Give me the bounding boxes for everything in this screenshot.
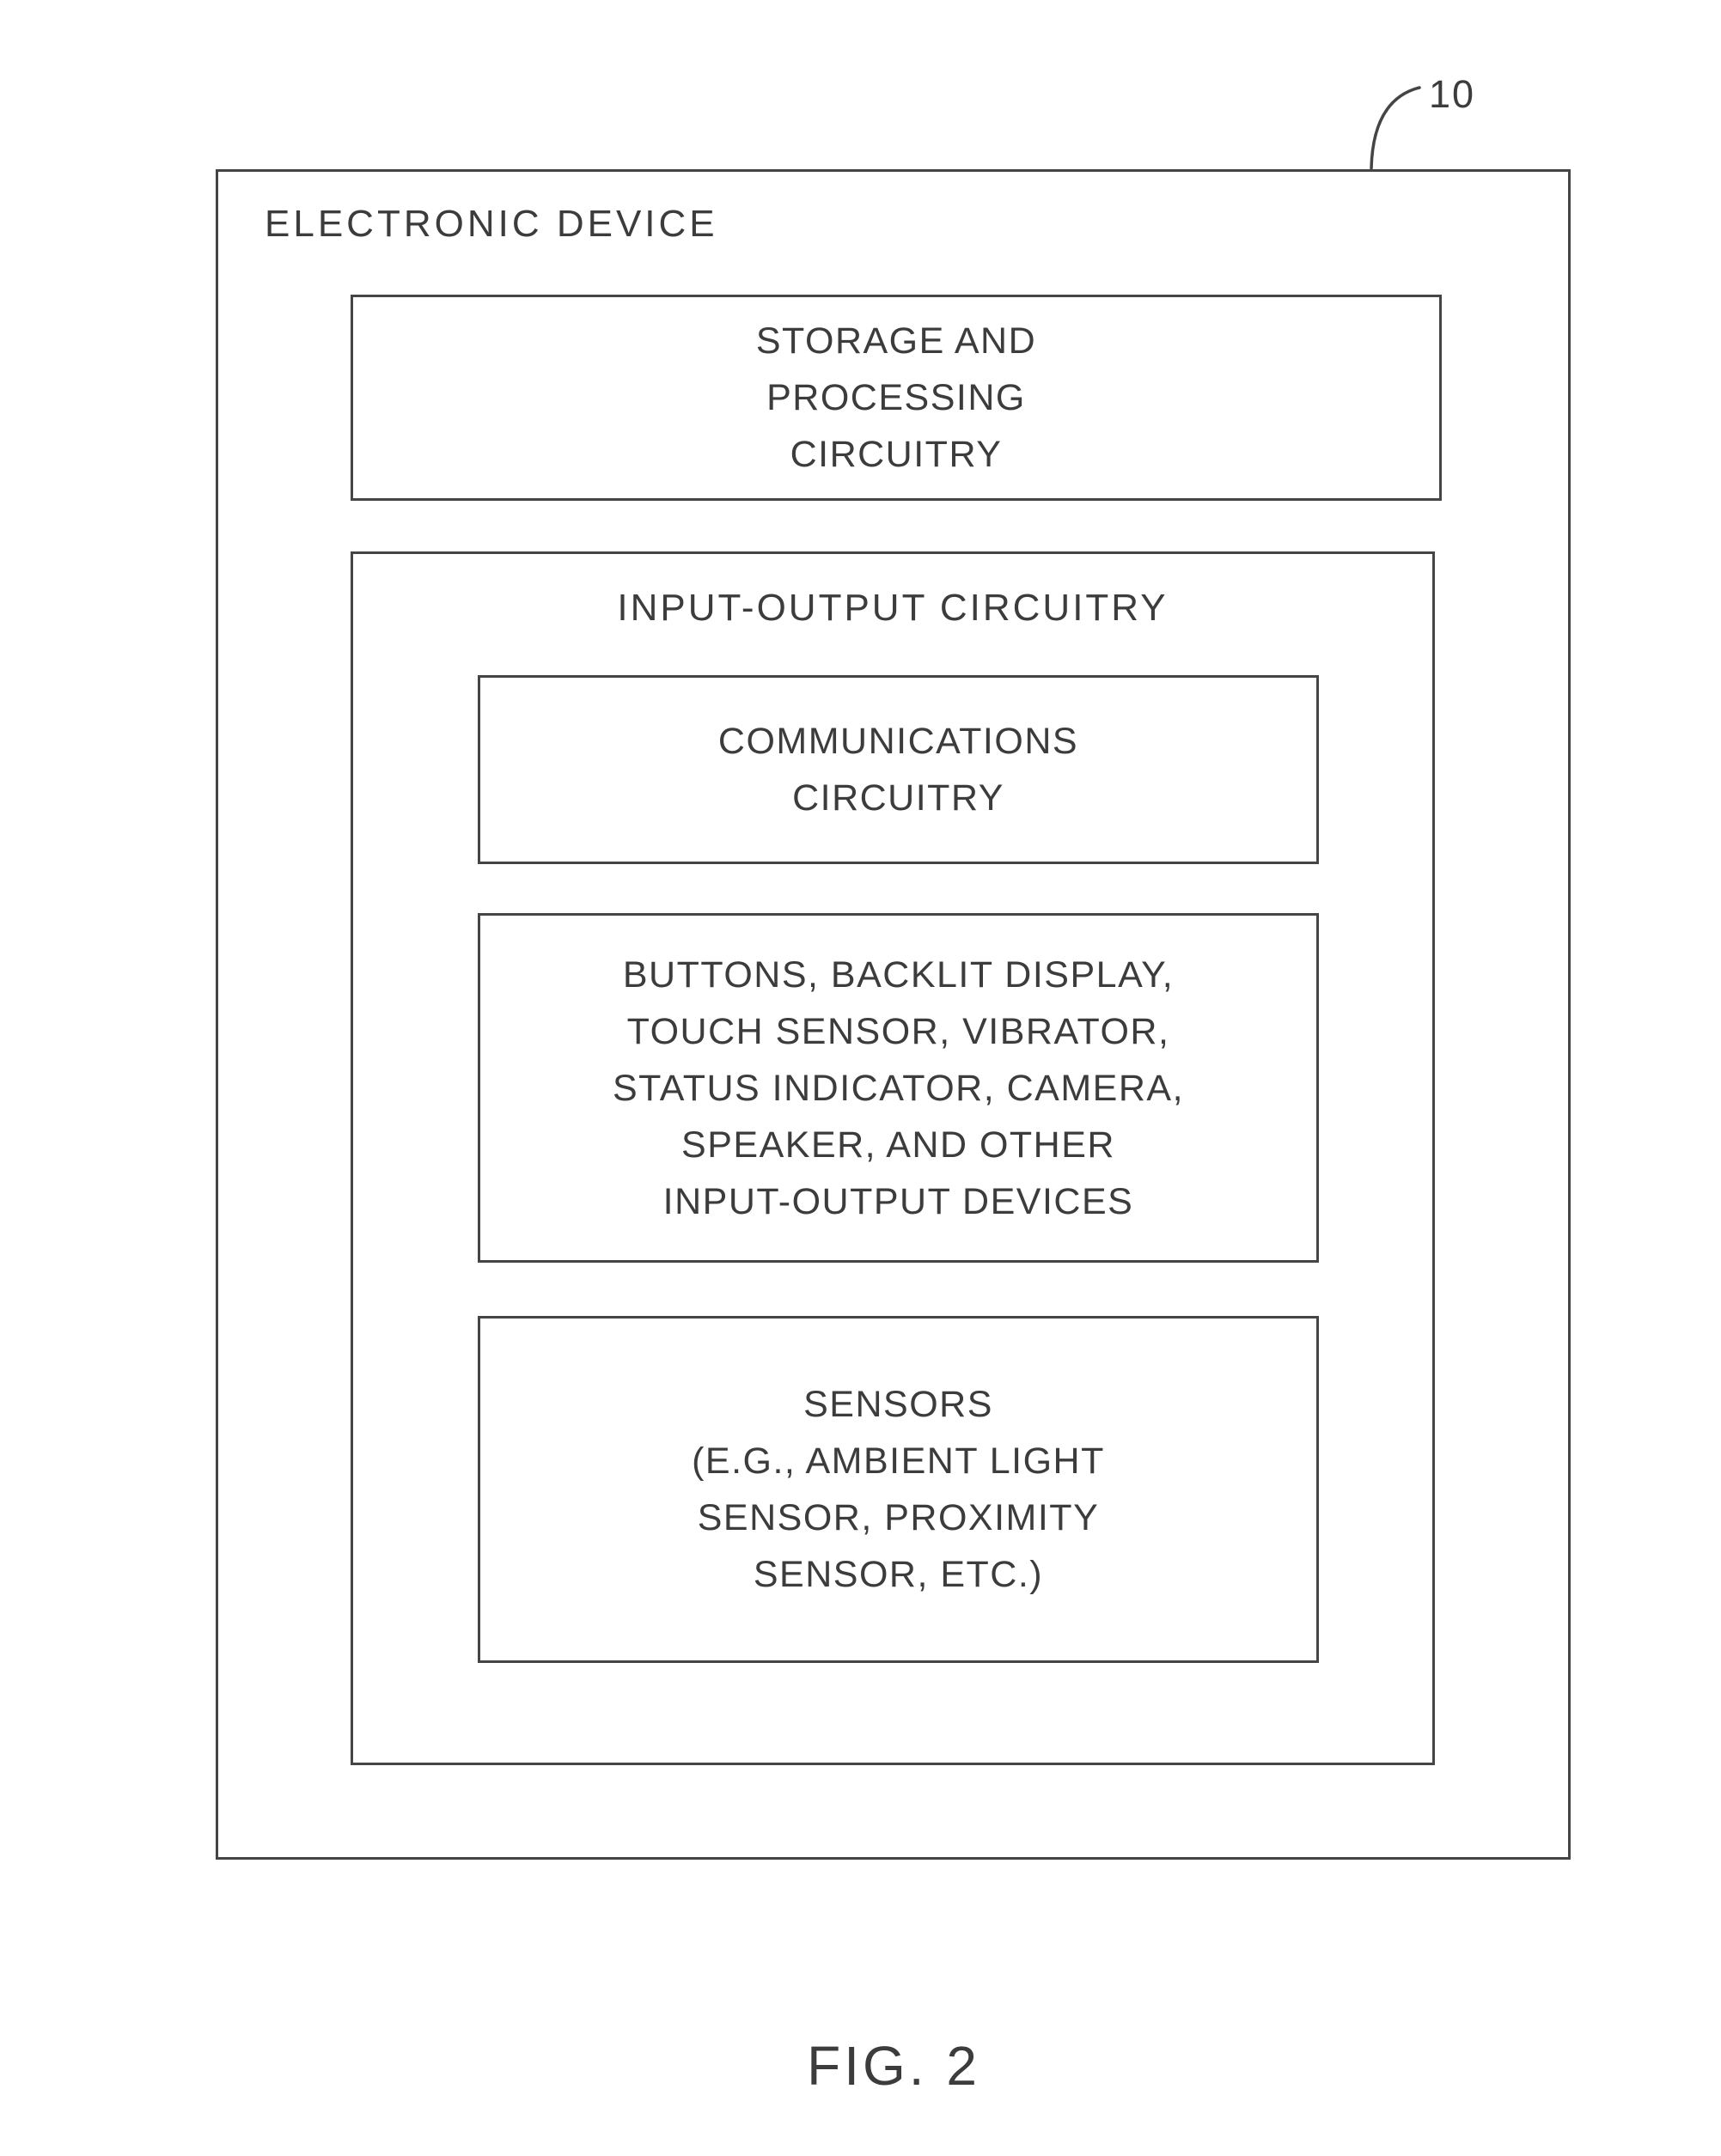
io-devices-line-3: STATUS INDICATOR, CAMERA, bbox=[612, 1067, 1185, 1109]
storage-line-2: PROCESSING bbox=[766, 377, 1026, 418]
sensors-line-4: SENSOR, ETC.) bbox=[753, 1554, 1044, 1595]
io-devices-line-2: TOUCH SENSOR, VIBRATOR, bbox=[626, 1010, 1170, 1052]
storage-processing-box: STORAGE AND PROCESSING CIRCUITRY bbox=[351, 295, 1442, 501]
storage-line-3: CIRCUITRY bbox=[790, 434, 1003, 475]
sensors-box: SENSORS (E.G., AMBIENT LIGHT SENSOR, PRO… bbox=[478, 1316, 1319, 1663]
io-devices-line-5: INPUT-OUTPUT DEVICES bbox=[662, 1180, 1134, 1222]
sensors-line-3: SENSOR, PROXIMITY bbox=[697, 1497, 1100, 1538]
sensors-line-1: SENSORS bbox=[803, 1384, 993, 1425]
communications-circuitry-box: COMMUNICATIONS CIRCUITRY bbox=[478, 675, 1319, 864]
io-devices-line-1: BUTTONS, BACKLIT DISPLAY, bbox=[622, 953, 1175, 996]
figure-caption: FIG. 2 bbox=[807, 2035, 980, 2097]
input-output-circuitry-box: INPUT-OUTPUT CIRCUITRY COMMUNICATIONS CI… bbox=[351, 551, 1435, 1765]
io-devices-box: BUTTONS, BACKLIT DISPLAY, TOUCH SENSOR, … bbox=[478, 913, 1319, 1263]
storage-line-1: STORAGE AND bbox=[755, 320, 1037, 362]
comms-line-1: COMMUNICATIONS bbox=[717, 721, 1079, 762]
sensors-line-2: (E.G., AMBIENT LIGHT bbox=[692, 1440, 1105, 1482]
comms-line-2: CIRCUITRY bbox=[792, 777, 1004, 819]
io-devices-line-4: SPEAKER, AND OTHER bbox=[681, 1124, 1115, 1166]
input-output-circuitry-title: INPUT-OUTPUT CIRCUITRY bbox=[617, 587, 1169, 629]
ref-label-10: 10 bbox=[1429, 72, 1476, 116]
electronic-device-title: ELECTRONIC DEVICE bbox=[265, 203, 718, 245]
electronic-device-box: ELECTRONIC DEVICE STORAGE AND PROCESSING… bbox=[216, 169, 1571, 1860]
leader-line-10 bbox=[1370, 86, 1421, 170]
